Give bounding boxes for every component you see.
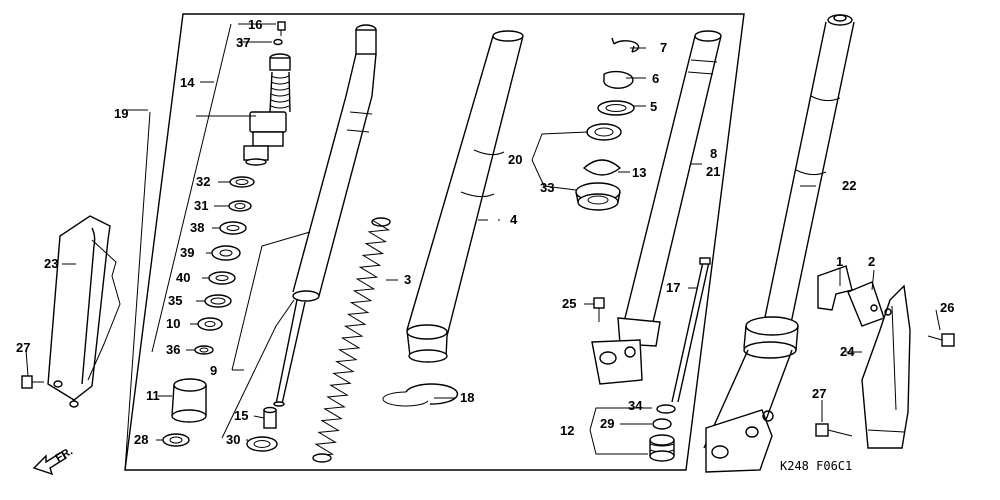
callout-25: 25 <box>562 296 576 311</box>
clip-13 <box>582 159 622 176</box>
washer-36 <box>194 345 214 355</box>
callout-10: 10 <box>166 316 180 331</box>
callout-27b: 27 <box>812 386 826 401</box>
bushing <box>171 378 207 423</box>
callout-24: 24 <box>840 344 855 359</box>
callout-11: 11 <box>146 388 160 403</box>
washer-32 <box>229 176 255 188</box>
callout-38: 38 <box>190 220 204 235</box>
adjuster-rod <box>671 257 711 403</box>
callout-22: 22 <box>842 178 856 193</box>
callout-31: 31 <box>194 198 208 213</box>
washer-30 <box>246 436 278 452</box>
bolt-25 <box>593 297 605 322</box>
outer-tube <box>406 30 524 363</box>
fork-spring <box>312 217 391 463</box>
washer-40 <box>208 271 236 285</box>
valve-12 <box>649 404 676 462</box>
circlip <box>382 383 459 407</box>
front-direction-indicator: FR. <box>32 445 75 476</box>
stopper-ring-7 <box>611 37 640 53</box>
callout-17: 17 <box>666 280 680 295</box>
washer-39 <box>211 245 241 261</box>
callout-1: 1 <box>836 254 843 269</box>
callout-33: 33 <box>540 180 554 195</box>
direction-label: FR. <box>54 445 75 464</box>
dust-seal-6 <box>603 70 634 89</box>
callout-6: 6 <box>652 71 659 86</box>
callout-labels: 16 37 14 19 32 31 38 39 40 35 10 36 9 11… <box>16 17 954 447</box>
callout-15: 15 <box>234 408 248 423</box>
callout-27a: 27 <box>16 340 30 355</box>
diagram-code: K248 F06C1 <box>780 459 852 473</box>
fork-guard-right <box>817 265 911 449</box>
callout-23: 23 <box>44 256 58 271</box>
callout-7: 7 <box>660 40 667 55</box>
callout-12: 12 <box>560 423 574 438</box>
callout-4: 4 <box>510 212 518 227</box>
callout-30: 30 <box>226 432 240 447</box>
callout-2: 2 <box>868 254 875 269</box>
callout-26: 26 <box>940 300 954 315</box>
fork-guard-left <box>47 215 121 408</box>
callout-35: 35 <box>168 293 182 308</box>
bolt-26 <box>927 333 955 347</box>
callout-19: 19 <box>114 106 128 121</box>
callout-29: 29 <box>600 416 614 431</box>
callout-28: 28 <box>134 432 148 447</box>
callout-5: 5 <box>650 99 657 114</box>
assembly-frame <box>124 13 745 471</box>
callout-9: 9 <box>210 363 217 378</box>
seal-stack <box>575 37 640 211</box>
bolt-27-right <box>815 423 853 437</box>
callout-40: 40 <box>176 270 190 285</box>
callout-14: 14 <box>180 75 195 90</box>
callout-13: 13 <box>632 165 646 180</box>
callout-16: 16 <box>248 17 262 32</box>
seal-28 <box>162 433 190 447</box>
oil-seal-5 <box>597 100 635 116</box>
callout-39: 39 <box>180 245 194 260</box>
callout-34: 34 <box>628 398 643 413</box>
damper-rod <box>273 24 377 407</box>
fork-leg-assembly <box>703 14 855 473</box>
callout-8: 8 <box>710 146 717 161</box>
callout-18: 18 <box>460 390 474 405</box>
damper-rod-assembly <box>194 21 291 355</box>
fork-slider <box>591 30 722 385</box>
leader-lines <box>25 23 941 471</box>
callout-37: 37 <box>236 35 250 50</box>
callout-32: 32 <box>196 174 210 189</box>
callout-20: 20 <box>508 152 522 167</box>
callout-3: 3 <box>404 272 411 287</box>
washer-31 <box>228 200 252 212</box>
bolt-27-left <box>21 375 44 389</box>
callout-36: 36 <box>166 342 180 357</box>
washer-10 <box>197 317 223 331</box>
callout-21: 21 <box>706 164 720 179</box>
washer-38 <box>219 221 247 235</box>
part-15 <box>263 406 277 429</box>
washer-35 <box>204 294 232 308</box>
